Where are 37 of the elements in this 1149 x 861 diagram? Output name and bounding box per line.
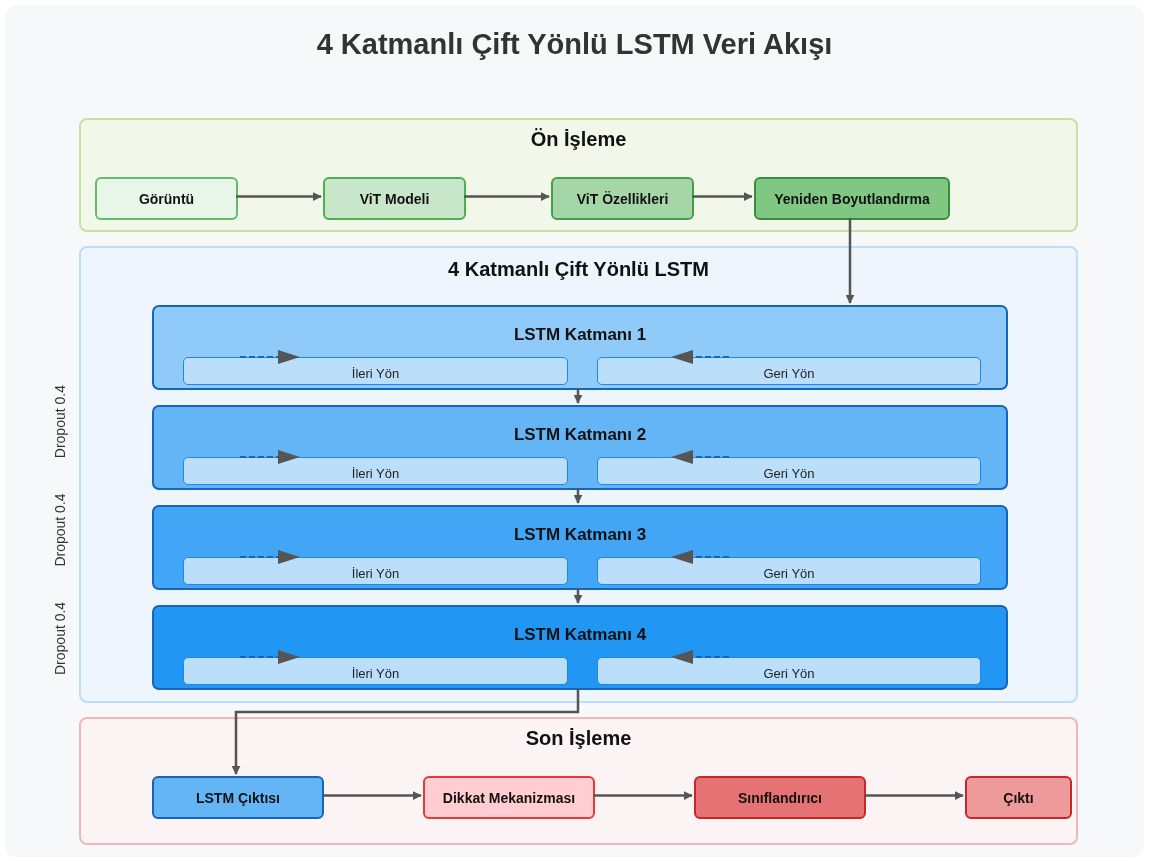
layer-title: LSTM Katmanı 3	[512, 525, 648, 545]
layer-panel	[152, 605, 1008, 690]
arrow	[845, 218, 855, 304]
dropout-label: Dropout 0.4	[52, 601, 68, 675]
dropout-label: Dropout 0.4	[52, 385, 68, 459]
arrow	[864, 791, 964, 800]
layer-title: LSTM Katmanı 2	[512, 425, 648, 445]
process-box: Görüntü	[95, 177, 238, 220]
arrow	[573, 488, 583, 504]
layer-title: LSTM Katmanı 1	[512, 325, 648, 345]
arrow	[692, 192, 753, 201]
process-box: Yeniden Boyutlandırma	[754, 177, 950, 220]
process-box: Sınıflandırıcı	[694, 776, 866, 819]
layer-title: LSTM Katmanı 4	[512, 625, 648, 645]
dropout-label: Dropout 0.4	[52, 493, 68, 567]
group-panel	[79, 118, 1078, 232]
layer-panel	[152, 305, 1008, 390]
arrow	[231, 688, 580, 775]
process-box: LSTM Çıktısı	[152, 776, 324, 819]
group-title: Son İşleme	[524, 727, 633, 750]
group-panel	[79, 717, 1078, 845]
layer-panel	[152, 405, 1008, 490]
layer-panel	[152, 505, 1008, 590]
group-title: Ön İşleme	[529, 128, 628, 151]
group-title: 4 Katmanlı Çift Yönlü LSTM	[447, 258, 710, 281]
arrow	[573, 388, 583, 404]
process-box: Dikkat Mekanizması	[423, 776, 595, 819]
diagram-title: 4 Katmanlı Çift Yönlü LSTM Veri Akışı	[315, 28, 834, 61]
arrow	[322, 791, 422, 800]
process-box: ViT Özellikleri	[551, 177, 694, 220]
arrow	[573, 588, 583, 604]
group-panel	[79, 246, 1078, 703]
process-box: ViT Modeli	[323, 177, 466, 220]
arrow	[236, 192, 322, 201]
arrow	[464, 192, 550, 201]
process-box: Çıktı	[965, 776, 1072, 819]
arrow	[593, 791, 693, 800]
